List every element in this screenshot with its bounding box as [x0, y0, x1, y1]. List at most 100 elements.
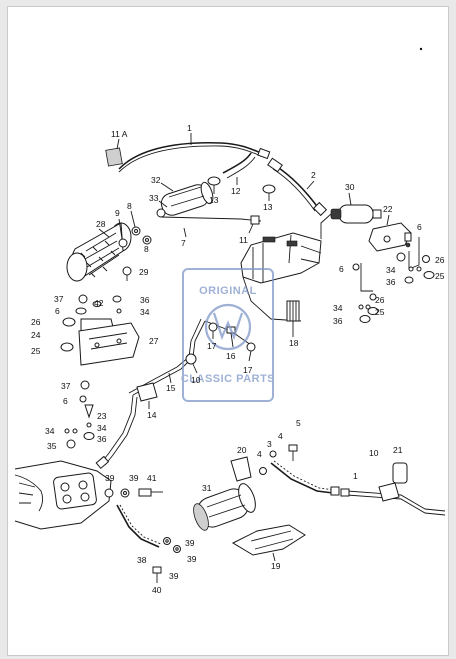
tank-body-3 [240, 232, 322, 322]
callout-37-top: 37 [54, 294, 64, 304]
callout-6-mid: 6 [339, 264, 344, 274]
bracket-22 [368, 214, 412, 252]
fuel-line-1-lower [340, 488, 446, 516]
callout-4a: 4 [278, 431, 283, 441]
callout-33: 33 [149, 193, 159, 203]
vw-letters-icon [212, 312, 244, 341]
callout-9: 9 [115, 208, 120, 218]
callout-10: 10 [191, 375, 201, 385]
callout-22: 22 [383, 204, 393, 214]
fuel-line-1 [118, 133, 271, 173]
grommet-18 [286, 300, 300, 337]
air-filter-28 [66, 222, 132, 282]
vw-logo-icon [204, 303, 252, 351]
callout-25-right: 25 [435, 271, 445, 281]
washers-39-lower [163, 537, 181, 553]
hose-14 [136, 382, 158, 409]
callout-34-lower: 34 [45, 426, 55, 436]
callout-37-lower: 37 [61, 381, 71, 391]
callout-2: 2 [311, 170, 316, 180]
clip-10-lower [378, 482, 400, 502]
bolt-40 [152, 566, 162, 583]
callout-40: 40 [152, 585, 162, 595]
fuel-line-lower-left [95, 394, 138, 469]
callout-20: 20 [237, 445, 247, 455]
clip-11 [248, 215, 260, 234]
clamp-13a [207, 176, 221, 194]
watermark-bottom-text: CLASSIC PARTS [181, 373, 275, 385]
callout-36-lower: 36 [97, 434, 107, 444]
grommet-10 [185, 353, 198, 374]
bracket-11a [105, 138, 123, 167]
callout-11a: 11 A [111, 129, 128, 139]
fuel-filter-30 [320, 192, 382, 239]
left-lower-stack [64, 380, 95, 449]
callout-labels: 11 A 1 2 32 33 13 12 13 30 9 8 8 28 7 11… [31, 123, 445, 595]
callout-27: 27 [149, 336, 159, 346]
exploded-parts-diagram: ORIGINAL CLASSIC PARTS 11 A 1 2 32 33 13… [14, 47, 446, 595]
callout-17b: 17 [243, 365, 253, 375]
callout-39-top-a: 39 [105, 473, 115, 483]
washer-25-left [60, 342, 74, 352]
callout-8a: 8 [127, 201, 132, 211]
callout-36-mid: 36 [333, 316, 343, 326]
callout-32: 32 [151, 175, 161, 185]
callout-36-right: 36 [386, 277, 396, 287]
callout-39-top-b: 39 [129, 473, 139, 483]
callout-15: 15 [166, 383, 176, 393]
callout-39-mid: 39 [185, 538, 195, 548]
pipe-7 [160, 216, 262, 238]
callout-19: 19 [271, 561, 281, 571]
callout-28: 28 [96, 219, 106, 229]
fitting-6-right [404, 232, 412, 248]
callout-42: 42 [94, 298, 104, 308]
callout-26-right: 26 [435, 255, 445, 265]
bracket-20 [230, 456, 252, 482]
callout-29: 29 [139, 267, 149, 277]
callout-26-left: 26 [31, 317, 41, 327]
callout-10-lower: 10 [369, 448, 379, 458]
callout-8b: 8 [144, 244, 149, 254]
clamp-13b [262, 184, 276, 201]
fuel-pump-32 [156, 181, 214, 218]
bolt-41 [138, 488, 163, 497]
nut-26-right [422, 255, 430, 263]
diagram-sheet: ORIGINAL CLASSIC PARTS 11 A 1 2 32 33 13… [7, 6, 449, 656]
watermark-top-text: ORIGINAL [199, 285, 257, 297]
nuts-34-36 [404, 266, 422, 284]
fuel-hose-2 [267, 157, 328, 217]
bolt-29 [122, 266, 132, 281]
callout-13a: 13 [209, 195, 219, 205]
callout-36-left: 36 [140, 295, 150, 305]
bracket-27 [78, 322, 140, 366]
callout-13b: 13 [263, 202, 273, 212]
watermark-logo: ORIGINAL CLASSIC PARTS [181, 268, 275, 402]
callout-3: 3 [267, 439, 272, 449]
bracket-21 [392, 462, 408, 484]
washer-4b [259, 467, 267, 475]
callout-1-top: 1 [187, 123, 192, 133]
callout-34-mid: 34 [333, 303, 343, 313]
washers-39-top [104, 488, 130, 498]
callout-11: 11 [239, 235, 248, 245]
clamp-17a [208, 322, 218, 339]
callout-38: 38 [137, 555, 147, 565]
callout-16: 16 [226, 351, 236, 361]
callout-6-lower: 6 [63, 396, 68, 406]
clamp-17b [246, 342, 256, 362]
washer-25-right [423, 271, 435, 279]
page-mark [419, 47, 423, 51]
heat-shield-19 [231, 524, 306, 562]
callout-34-right: 34 [386, 265, 396, 275]
engine-casing [14, 460, 112, 530]
callout-6-right: 6 [417, 222, 422, 232]
callout-30: 30 [345, 182, 355, 192]
callout-5: 5 [296, 418, 301, 428]
callout-25-left: 25 [31, 346, 41, 356]
braided-hose-3 [270, 460, 340, 496]
callout-35: 35 [47, 441, 57, 451]
callout-18: 18 [289, 338, 299, 348]
electric-pump-31 [193, 483, 256, 531]
callout-39-low: 39 [187, 554, 197, 564]
callout-17a: 17 [207, 341, 217, 351]
